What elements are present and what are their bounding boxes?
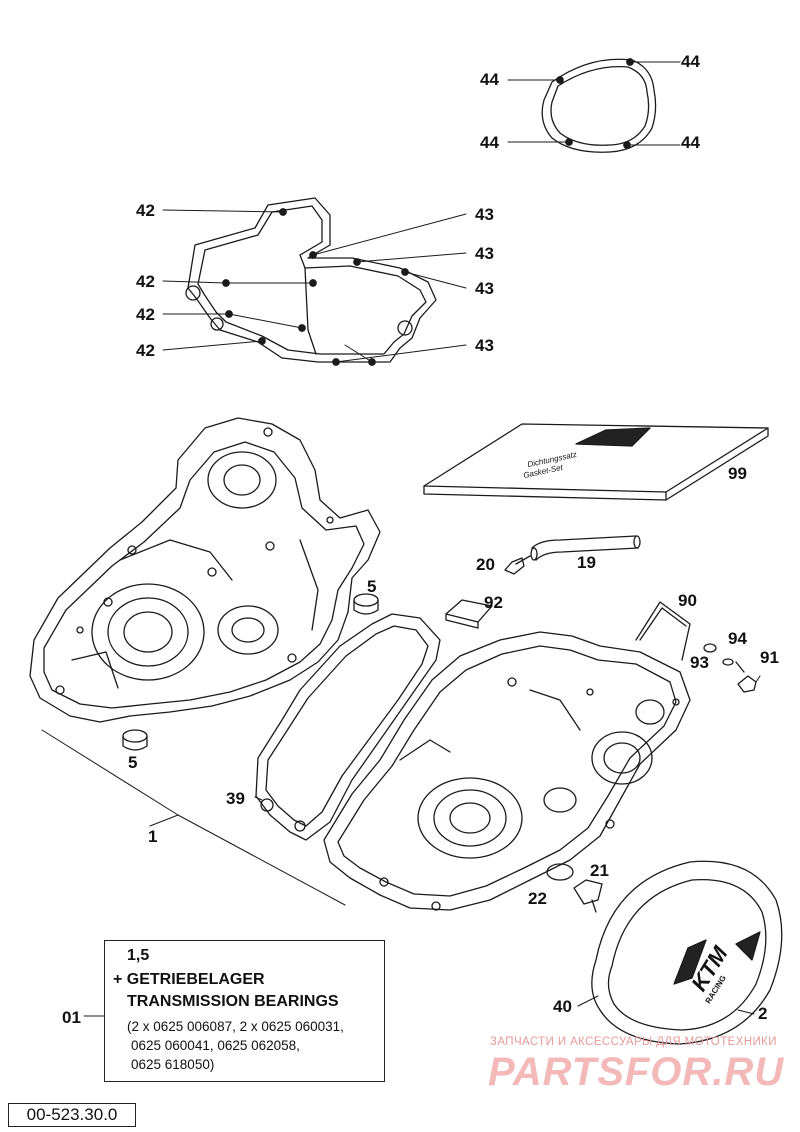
callout-92: 92 [484, 593, 503, 612]
plug-21 [573, 879, 603, 913]
callout-43: 43 [475, 279, 494, 298]
transmission-bearings-info-box: 1,5 + GETRIEBELAGER TRANSMISSION BEARING… [104, 940, 385, 1082]
leader-lines-44 [507, 61, 681, 146]
shim-92 [445, 599, 493, 629]
callout-19: 19 [577, 553, 596, 572]
ignition-cover [591, 860, 783, 1045]
callout-44: 44 [480, 70, 499, 89]
o-ring-22 [546, 863, 574, 881]
crankcase-gasket-39 [255, 613, 441, 841]
callout-42: 42 [136, 201, 155, 220]
callout-93: 93 [690, 653, 709, 672]
washer-93 [703, 643, 717, 653]
callout-40: 40 [553, 997, 572, 1016]
callout-39: 39 [226, 789, 245, 808]
callout-21: 21 [590, 861, 609, 880]
bearing-upper [353, 593, 379, 615]
tube-19 [530, 535, 641, 561]
callout-2: 2 [758, 1004, 768, 1023]
callout-43: 43 [475, 244, 494, 263]
gasket-set-package [423, 423, 769, 501]
info-parts-line-1: (2 x 0625 006087, 2 x 0625 060031, [127, 1019, 344, 1034]
watermark-tagline: ЗАПЧАСТИ И АКСЕССУАРЫ ДЛЯ МОТОТЕХНИКИ [490, 1036, 777, 1048]
callout-5: 5 [128, 753, 138, 772]
info-parts-line-2: 0625 060041, 0625 062058, [131, 1038, 300, 1053]
bearing-lower [122, 729, 148, 751]
watermark-logo: PARTSFOR.RU [488, 1050, 785, 1094]
clip-90 [635, 601, 691, 661]
crankcase-gasket [185, 197, 437, 366]
callout-42: 42 [136, 341, 155, 360]
callout-91: 91 [760, 648, 779, 667]
callout-42: 42 [136, 305, 155, 324]
assembly-bracket-1 [41, 729, 346, 906]
callout-5: 5 [367, 577, 377, 596]
callout-44: 44 [681, 52, 700, 71]
nipple-20 [504, 555, 531, 575]
callout-44: 44 [480, 133, 499, 152]
ignition-cover-gasket [541, 58, 657, 153]
callout-20: 20 [476, 555, 495, 574]
right-crankcase-half [323, 631, 691, 911]
screw-91 [735, 661, 761, 693]
callout-90: 90 [678, 591, 697, 610]
info-title-en: TRANSMISSION BEARINGS [127, 993, 339, 1010]
callout-99: 99 [728, 464, 747, 483]
callout-43: 43 [475, 336, 494, 355]
callout-1: 1 [148, 827, 158, 846]
info-title-de: + GETRIEBELAGER [113, 971, 265, 988]
washer-94 [722, 658, 734, 666]
callout-43: 43 [475, 205, 494, 224]
callout-42: 42 [136, 272, 155, 291]
info-ref: 1,5 [127, 947, 150, 964]
left-crankcase-half [29, 417, 381, 723]
callout-01: 01 [62, 1008, 81, 1027]
callout-22: 22 [528, 889, 547, 908]
leader-lines-42-43 [162, 209, 467, 363]
info-parts-line-3: 0625 618050) [131, 1057, 215, 1072]
callout-94: 94 [728, 629, 747, 648]
callout-44: 44 [681, 133, 700, 152]
document-id: 00-523.30.0 [8, 1103, 136, 1127]
